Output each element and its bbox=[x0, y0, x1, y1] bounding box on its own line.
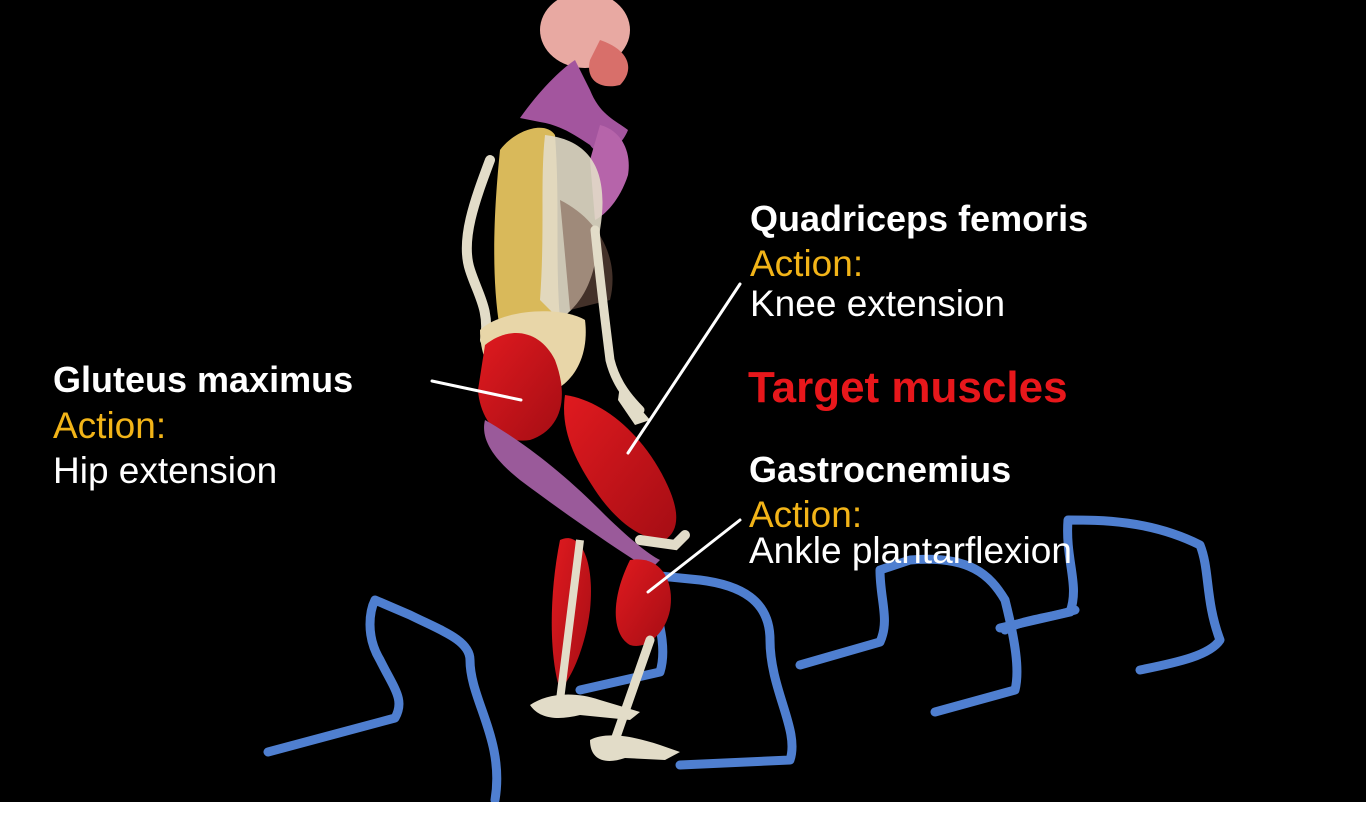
quadriceps-femoris-action: Knee extension bbox=[750, 283, 1006, 324]
front-foot bbox=[590, 735, 680, 761]
hurdle-5 bbox=[1000, 605, 1080, 635]
gastrocnemius-name: Gastrocnemius bbox=[749, 449, 1012, 490]
gastrocnemius-action: Ankle plantarflexion bbox=[749, 530, 1072, 571]
anatomical-figure bbox=[461, 0, 690, 761]
gastrocnemius-action-label: Action: bbox=[749, 494, 863, 535]
hurdles bbox=[263, 515, 1225, 802]
back-foot bbox=[530, 694, 640, 720]
leader-lines bbox=[430, 282, 742, 594]
gluteus-maximus-muscle bbox=[478, 333, 562, 441]
gluteus-maximus-action: Hip extension bbox=[53, 450, 278, 491]
target-muscles-title: Target muscles bbox=[748, 363, 1068, 412]
quadriceps-muscle bbox=[564, 395, 677, 540]
hurdle-3 bbox=[795, 554, 1022, 717]
gastrocnemius-leader-line bbox=[646, 518, 742, 594]
hurdle-1 bbox=[263, 595, 502, 802]
gluteus-maximus-name: Gluteus maximus bbox=[53, 359, 354, 400]
hurdle-4 bbox=[995, 515, 1225, 675]
gluteus-maximus-action-label: Action: bbox=[53, 405, 167, 446]
quadriceps-leader-line bbox=[626, 282, 742, 455]
gluteus-leader-line bbox=[430, 379, 523, 402]
quadriceps-femoris-name: Quadriceps femoris bbox=[750, 198, 1089, 239]
bottom-border bbox=[0, 802, 1367, 817]
quadriceps-femoris-action-label: Action: bbox=[750, 243, 864, 284]
gastrocnemius-muscle bbox=[615, 559, 671, 646]
